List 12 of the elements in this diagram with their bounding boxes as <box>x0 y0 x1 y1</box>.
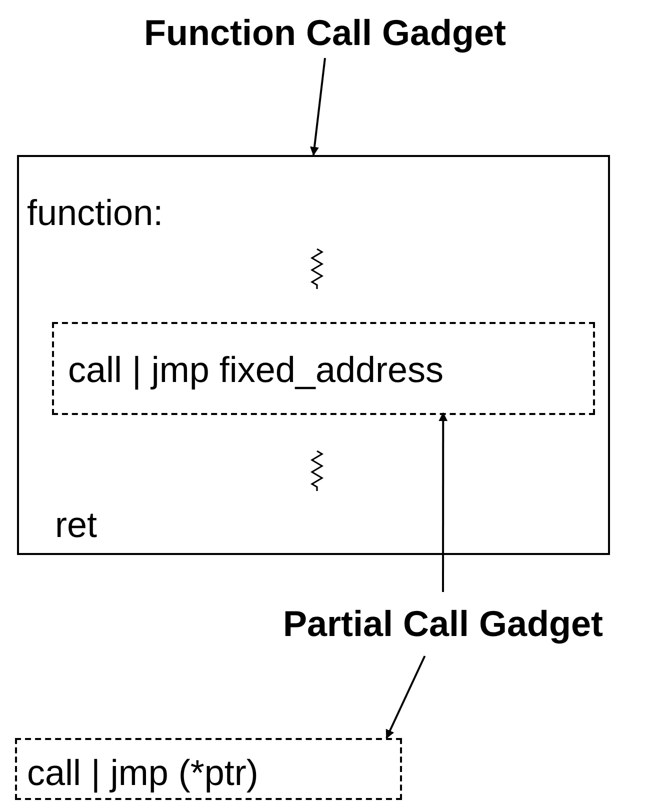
gadget-label: Function Call Gadget <box>142 11 507 55</box>
code-box <box>52 322 595 415</box>
code-text: function: <box>27 195 164 231</box>
code-text: call | jmp (*ptr) <box>27 755 258 791</box>
arrow <box>438 412 448 592</box>
function-box <box>17 155 610 555</box>
gadget-label: Partial Call Gadget <box>282 602 604 646</box>
code-text: ret <box>55 507 98 543</box>
code-text: call | jmp fixed_address <box>68 352 444 388</box>
arrow <box>310 58 326 156</box>
code-box <box>15 738 402 800</box>
arrow <box>386 656 426 739</box>
